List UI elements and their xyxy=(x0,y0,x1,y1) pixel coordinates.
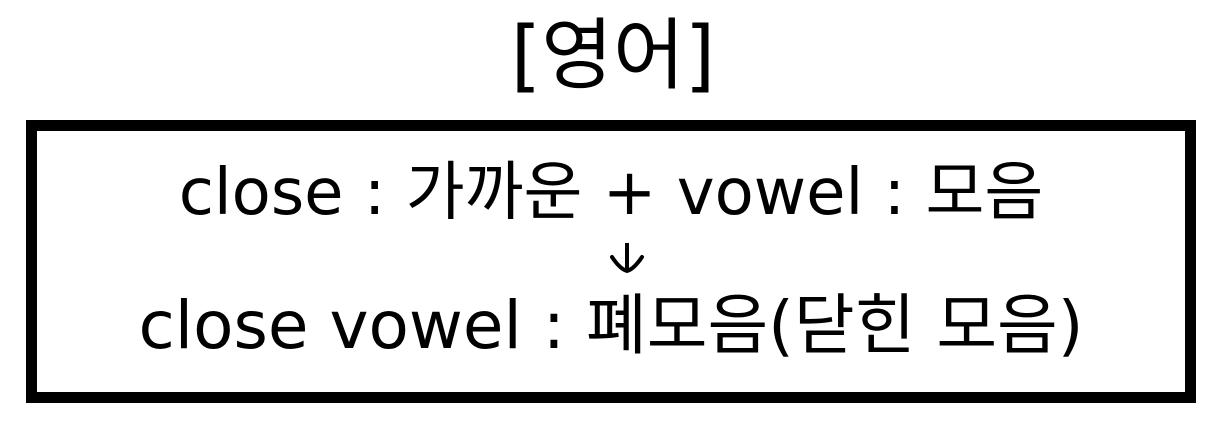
down-arrow-icon xyxy=(610,243,644,274)
compound-term-line: close vowel : 폐모음(닫힌 모음) xyxy=(138,287,1084,364)
definition-box: close : 가까운 + vowel : 모음 close vowel : 폐… xyxy=(26,120,1196,403)
word-components-line: close : 가까운 + vowel : 모음 xyxy=(178,156,1044,230)
diagram-title: [영어] xyxy=(510,11,716,101)
